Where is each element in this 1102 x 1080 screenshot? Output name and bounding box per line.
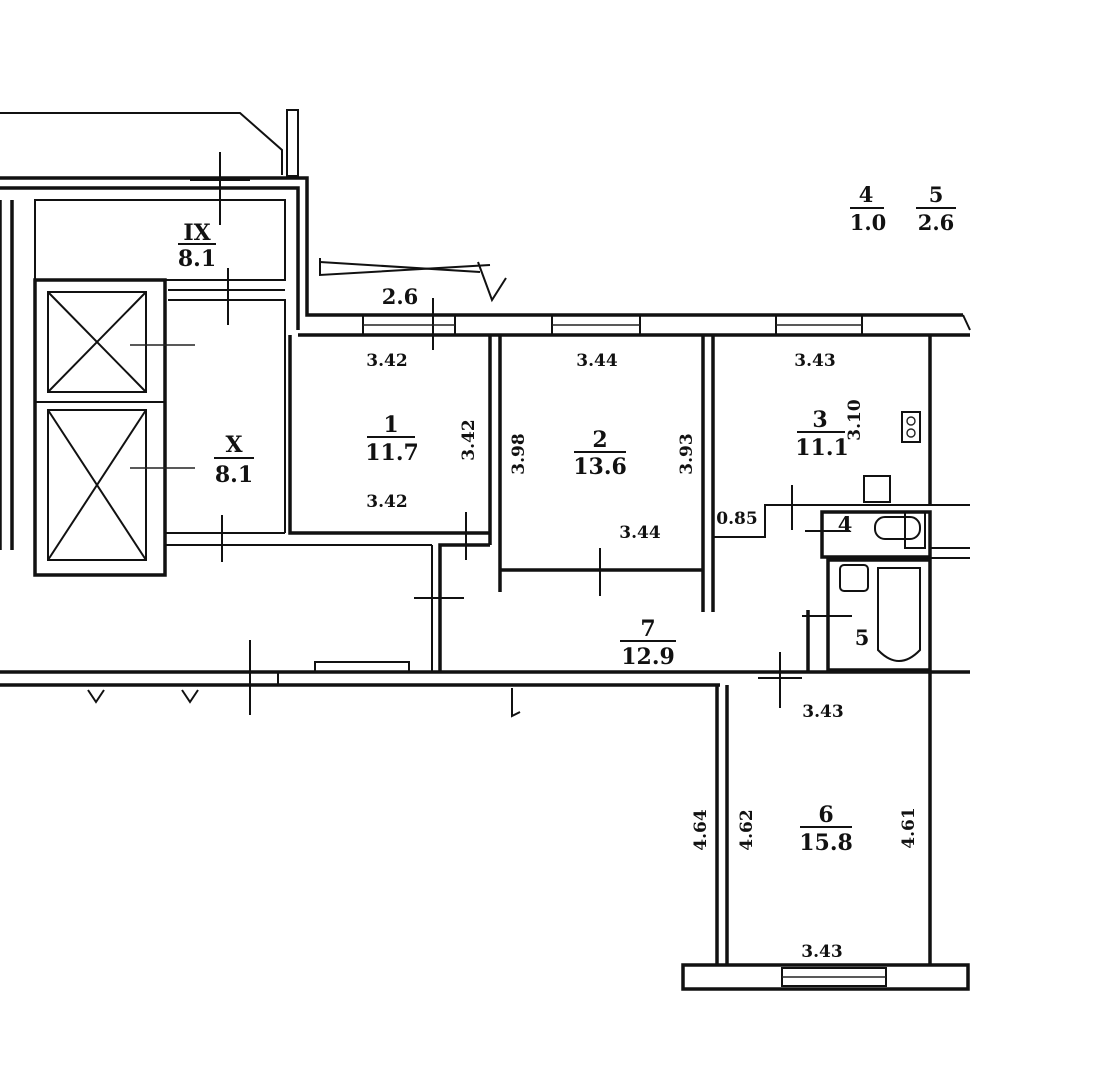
room-2: 3.44 3.98 2 13.6 3.93 3.44 bbox=[498, 335, 715, 612]
drain-mark-1 bbox=[87, 689, 105, 704]
room-2-area: 13.6 bbox=[573, 454, 627, 480]
toilet-tank bbox=[904, 511, 926, 549]
room-2-left-dim: 3.98 bbox=[509, 433, 529, 474]
room-6-number: 6 bbox=[818, 802, 833, 828]
vent-duct bbox=[901, 411, 921, 443]
legend-5-num: 5 bbox=[929, 182, 944, 207]
elevator-1-cross-b bbox=[47, 291, 147, 393]
vent-duct-hole-2 bbox=[906, 428, 916, 438]
room-ix-area: 8.1 bbox=[178, 246, 216, 272]
legend-5-area: 2.6 bbox=[918, 210, 955, 235]
room-1-bottom-dim: 3.42 bbox=[366, 492, 407, 512]
vent-duct-hole-1 bbox=[906, 416, 916, 426]
room-x-area: 8.1 bbox=[215, 462, 253, 488]
hall: 7 12.9 bbox=[0, 543, 970, 718]
balcony-rail-inner bbox=[319, 261, 481, 273]
room-2-number: 2 bbox=[592, 427, 607, 453]
room-x-outline bbox=[168, 299, 286, 533]
elevator-core bbox=[33, 278, 167, 577]
room-ix-number: IX bbox=[183, 220, 211, 246]
roof-outline bbox=[0, 112, 283, 175]
north-wall-inner bbox=[0, 186, 300, 330]
room-1-walls bbox=[288, 335, 490, 535]
balcony-corner bbox=[477, 261, 507, 303]
room-1-number: 1 bbox=[383, 412, 398, 438]
room-6-outer-dim: 4.64 bbox=[691, 809, 711, 851]
room-3-side-dim: 3.10 bbox=[845, 399, 865, 441]
room-7-number: 7 bbox=[640, 616, 655, 642]
room-3-number: 3 bbox=[812, 407, 827, 433]
room-6-bottom-dim: 3.43 bbox=[801, 942, 842, 962]
room-1: 3.42 1 11.7 3.42 3.42 bbox=[288, 335, 492, 560]
room-3-top-dim: 3.43 bbox=[794, 351, 835, 371]
room-6-south-wall bbox=[681, 963, 970, 991]
north-windows bbox=[298, 314, 971, 337]
room-7-area: 12.9 bbox=[621, 644, 675, 670]
room-3-step-dim: 0.85 bbox=[716, 509, 757, 529]
balcony: 2.6 bbox=[319, 258, 507, 350]
elevator-1 bbox=[47, 291, 147, 393]
elevator-2 bbox=[47, 409, 147, 561]
vent-shaft bbox=[286, 109, 299, 177]
balcony-area: 2.6 bbox=[382, 284, 419, 309]
legend: 4 1.0 5 2.6 bbox=[850, 182, 956, 235]
room-3: 3.43 3 11.1 3.10 0.85 bbox=[713, 335, 932, 538]
north-wall-end bbox=[962, 314, 971, 331]
room-2-top-dim: 3.44 bbox=[576, 351, 618, 371]
room-ix-outline bbox=[34, 199, 286, 281]
room-1-area: 11.7 bbox=[365, 440, 419, 466]
room-3-area: 11.1 bbox=[795, 435, 849, 461]
legend-4-num: 4 bbox=[859, 182, 874, 207]
room-4-walls bbox=[820, 510, 932, 559]
bathtub-icon bbox=[877, 567, 921, 662]
drain-mark-2 bbox=[181, 689, 199, 704]
room-6-left-dim: 4.62 bbox=[737, 809, 757, 850]
room-1-top-dim: 3.42 bbox=[366, 351, 407, 371]
legend-4-area: 1.0 bbox=[850, 210, 887, 235]
room-6: 3.43 4.64 4.62 6 15.8 4.61 3.43 bbox=[681, 671, 970, 991]
room-3-bottom-wall bbox=[713, 504, 930, 538]
room-4-number: 4 bbox=[838, 512, 853, 537]
room-2-bottom-dim: 3.44 bbox=[619, 523, 661, 543]
wet-rooms: 4 5 bbox=[802, 475, 970, 672]
toilet-icon bbox=[874, 516, 921, 540]
room-x-number: X bbox=[225, 432, 243, 458]
room-5-number: 5 bbox=[855, 625, 870, 650]
threshold bbox=[314, 661, 410, 673]
room-1-side-dim: 3.42 bbox=[459, 419, 479, 460]
room-2-right-dim: 3.93 bbox=[677, 433, 697, 474]
hall-left-wall bbox=[438, 543, 490, 672]
room-6-right-dim: 4.61 bbox=[899, 807, 919, 848]
cistern bbox=[863, 475, 891, 503]
elevator-2-cross-b bbox=[47, 409, 147, 561]
room-6-top-dim: 3.43 bbox=[802, 702, 843, 722]
sink-icon bbox=[839, 564, 869, 592]
drain-mark-3 bbox=[511, 688, 521, 718]
room-6-area: 15.8 bbox=[799, 830, 853, 856]
